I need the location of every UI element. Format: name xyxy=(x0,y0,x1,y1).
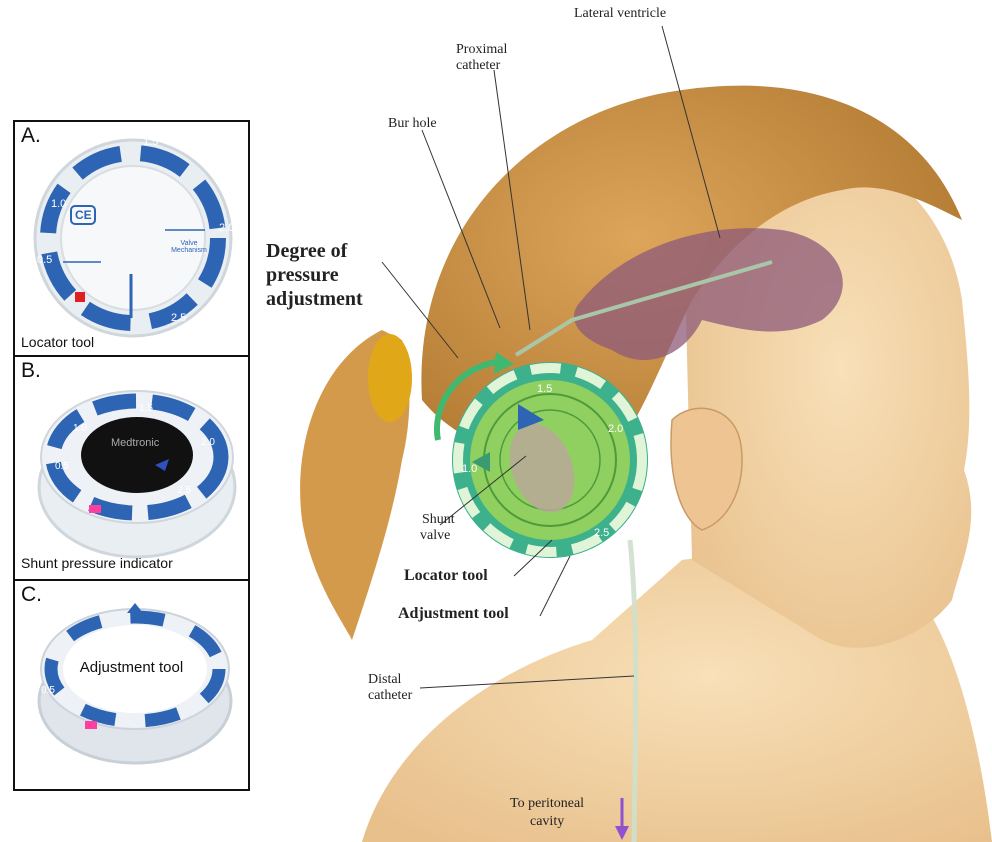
valve-mechanism-label: Valve Mechanism xyxy=(165,240,213,254)
scale-label-0-5: 0.5 xyxy=(37,254,52,266)
label-distal-catheter-1: Distal xyxy=(368,672,401,688)
hair-tie xyxy=(368,334,412,422)
medtronic-brand: Medtronic xyxy=(111,437,159,449)
panel-b-letter: B. xyxy=(21,359,41,383)
adj-scale-0-5: 0.5 xyxy=(41,685,55,696)
panel-c-adjustment-tool: C. 0.5 Adjustment tool xyxy=(13,579,250,791)
dial-label-2-5: 2.5 xyxy=(594,527,609,539)
indicator-scale-1-0: 1.0 xyxy=(73,423,87,434)
dial-label-1-5: 1.5 xyxy=(537,383,552,395)
dial-label-2-0: 2.0 xyxy=(608,423,623,435)
label-degree-3: adjustment xyxy=(266,288,363,311)
dial-label-1-0: 1.0 xyxy=(462,463,477,475)
shunt-indicator-photo xyxy=(15,357,248,579)
label-degree-2: pressure xyxy=(266,264,339,287)
label-adjustment-tool: Adjustment tool xyxy=(398,604,509,623)
panel-b-shunt-indicator: B. 1.5 1.0 2.0 0.5 2.5 Medtronic Shunt p… xyxy=(13,355,250,581)
label-proximal-catheter-2: catheter xyxy=(456,58,500,74)
label-locator-tool: Locator tool xyxy=(404,566,488,585)
label-shunt-valve-2: valve xyxy=(420,528,450,544)
scale-label-2-0: 2.0 xyxy=(219,222,234,234)
panel-c-letter: C. xyxy=(21,583,42,607)
ce-mark: CE xyxy=(75,208,92,222)
label-lateral-ventricle: Lateral ventricle xyxy=(574,6,666,22)
scale-label-1-5: 1.5 xyxy=(143,136,158,148)
label-peritoneal-2: cavity xyxy=(530,814,564,830)
head-shunt-illustration: 1.5 1.0 2.0 2.5 xyxy=(262,0,992,842)
scale-label-2-5: 2.5 xyxy=(171,312,186,324)
locator-tool-photo xyxy=(15,122,248,355)
panel-a-locator-tool: A. 1.5 1.0 2.0 0.5 2.5 CE Valve Mechanis… xyxy=(13,120,250,357)
scale-label-1-0: 1.0 xyxy=(51,198,66,210)
panel-a-caption: Locator tool xyxy=(21,334,94,350)
adjustment-tool-center-label: Adjustment tool xyxy=(15,659,248,676)
label-bur-hole: Bur hole xyxy=(388,116,437,132)
indicator-scale-1-5: 1.5 xyxy=(139,403,153,414)
indicator-scale-0-5: 0.5 xyxy=(55,461,69,472)
label-shunt-valve-1: Shunt xyxy=(422,512,455,528)
label-degree-1: Degree of xyxy=(266,240,347,263)
indicator-scale-2-5: 2.5 xyxy=(177,485,191,496)
indicator-scale-2-0: 2.0 xyxy=(201,437,215,448)
panel-a-letter: A. xyxy=(21,124,41,148)
panel-b-caption: Shunt pressure indicator xyxy=(21,555,173,571)
label-proximal-catheter-1: Proximal xyxy=(456,42,507,58)
label-distal-catheter-2: catheter xyxy=(368,688,412,704)
label-peritoneal-1: To peritoneal xyxy=(510,796,584,812)
